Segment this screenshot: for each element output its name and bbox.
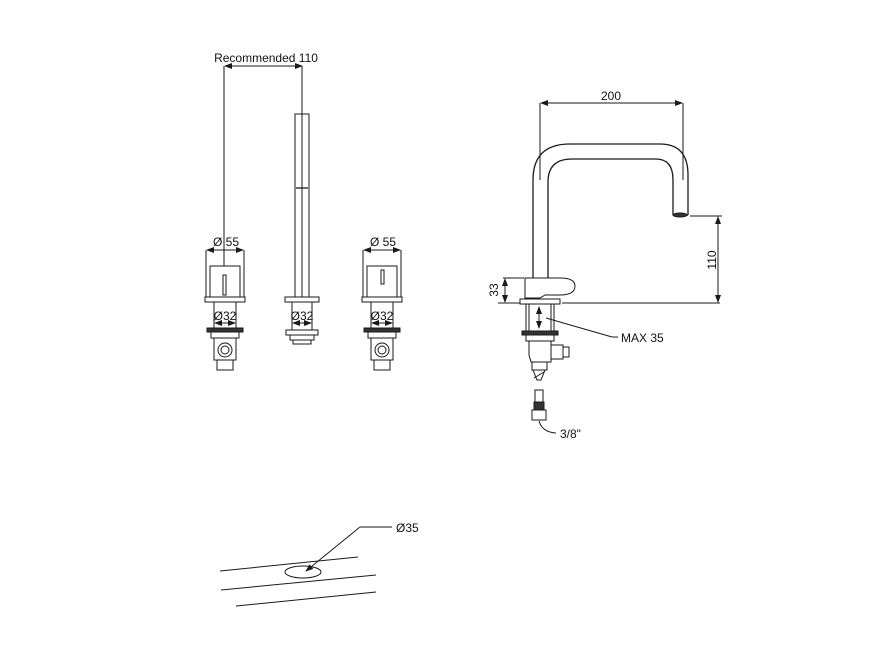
height-dimension: 110 — [690, 215, 722, 303]
height-label: 110 — [705, 250, 719, 269]
cutout-view: Ø35 — [219, 521, 419, 607]
reach-label: 200 — [601, 89, 621, 103]
left-handle: Ø 55 Ø32 — [204, 235, 246, 371]
spacing-label: Recommended 110 — [214, 51, 318, 65]
spout-outer — [532, 143, 689, 280]
reach-dimension: 200 — [539, 89, 684, 180]
side-view: 200 110 33 — [487, 89, 722, 441]
deck-thickness-label: MAX 35 — [621, 331, 664, 345]
front-view: Recommended 110 Ø 55 Ø32 — [204, 51, 403, 371]
connection-label: 3/8" — [560, 427, 581, 441]
left-handle-diameter-label: Ø 55 — [213, 235, 239, 249]
right-handle-diameter-label: Ø 55 — [370, 235, 396, 249]
right-handle: Ø 55 Ø32 — [361, 235, 403, 371]
side-handle — [524, 277, 576, 299]
cutout-hole — [284, 565, 322, 579]
handle-height-label: 33 — [487, 283, 501, 297]
spout-inner — [547, 158, 674, 280]
right-shank-label: Ø32 — [371, 309, 394, 323]
handle-height-dimension: 33 — [487, 277, 524, 303]
hole-diameter-label: Ø35 — [396, 521, 419, 535]
spacing-dimension: Recommended 110 — [214, 51, 318, 300]
center-spout: Ø32 — [284, 113, 320, 345]
center-shank-label: Ø32 — [291, 309, 314, 323]
left-shank-label: Ø32 — [214, 309, 237, 323]
